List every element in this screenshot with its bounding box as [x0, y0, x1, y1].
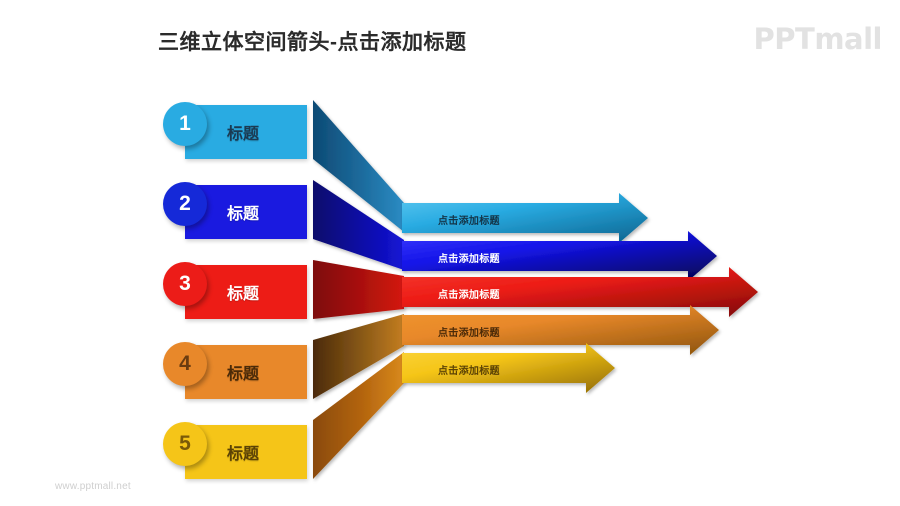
arrow-label-3: 点击添加标题 — [438, 290, 500, 301]
footer-url: www.pptmall.net — [55, 481, 131, 492]
step-number: 3 — [179, 272, 191, 295]
arrow-1[interactable] — [402, 193, 648, 243]
arrow-label-5: 点击添加标题 — [438, 366, 500, 377]
step-number: 5 — [179, 432, 191, 455]
connector-ribbon-4 — [313, 314, 404, 399]
connector-ribbon-3 — [313, 260, 404, 319]
connector-ribbon-5 — [313, 352, 404, 479]
label-bar-text: 标题 — [227, 206, 260, 223]
arrow-label-4: 点击添加标题 — [438, 328, 500, 339]
connector-ribbon-2 — [313, 180, 404, 270]
connector-ribbon-1 — [313, 100, 404, 232]
step-badge-2[interactable]: 2 — [163, 182, 207, 226]
label-bar-text: 标题 — [227, 286, 260, 303]
arrow-label-1: 点击添加标题 — [438, 216, 500, 227]
arrow-2[interactable] — [402, 231, 717, 281]
step-number: 1 — [179, 112, 191, 135]
arrow-label-2: 点击添加标题 — [438, 254, 500, 265]
label-bar-text: 标题 — [227, 366, 260, 383]
step-badge-4[interactable]: 4 — [163, 342, 207, 386]
arrow-5[interactable] — [402, 343, 615, 393]
step-badge-3[interactable]: 3 — [163, 262, 207, 306]
step-badge-5[interactable]: 5 — [163, 422, 207, 466]
arrow-4[interactable] — [402, 305, 719, 355]
label-bar-text: 标题 — [227, 126, 260, 143]
arrow-3[interactable] — [402, 267, 758, 317]
page-title: 三维立体空间箭头-点击添加标题 — [158, 31, 467, 54]
step-badge-1[interactable]: 1 — [163, 102, 207, 146]
step-number: 2 — [179, 192, 191, 215]
step-number: 4 — [179, 352, 191, 375]
pptmall-logo: PPTmall — [753, 22, 883, 56]
label-bar-text: 标题 — [227, 446, 260, 463]
